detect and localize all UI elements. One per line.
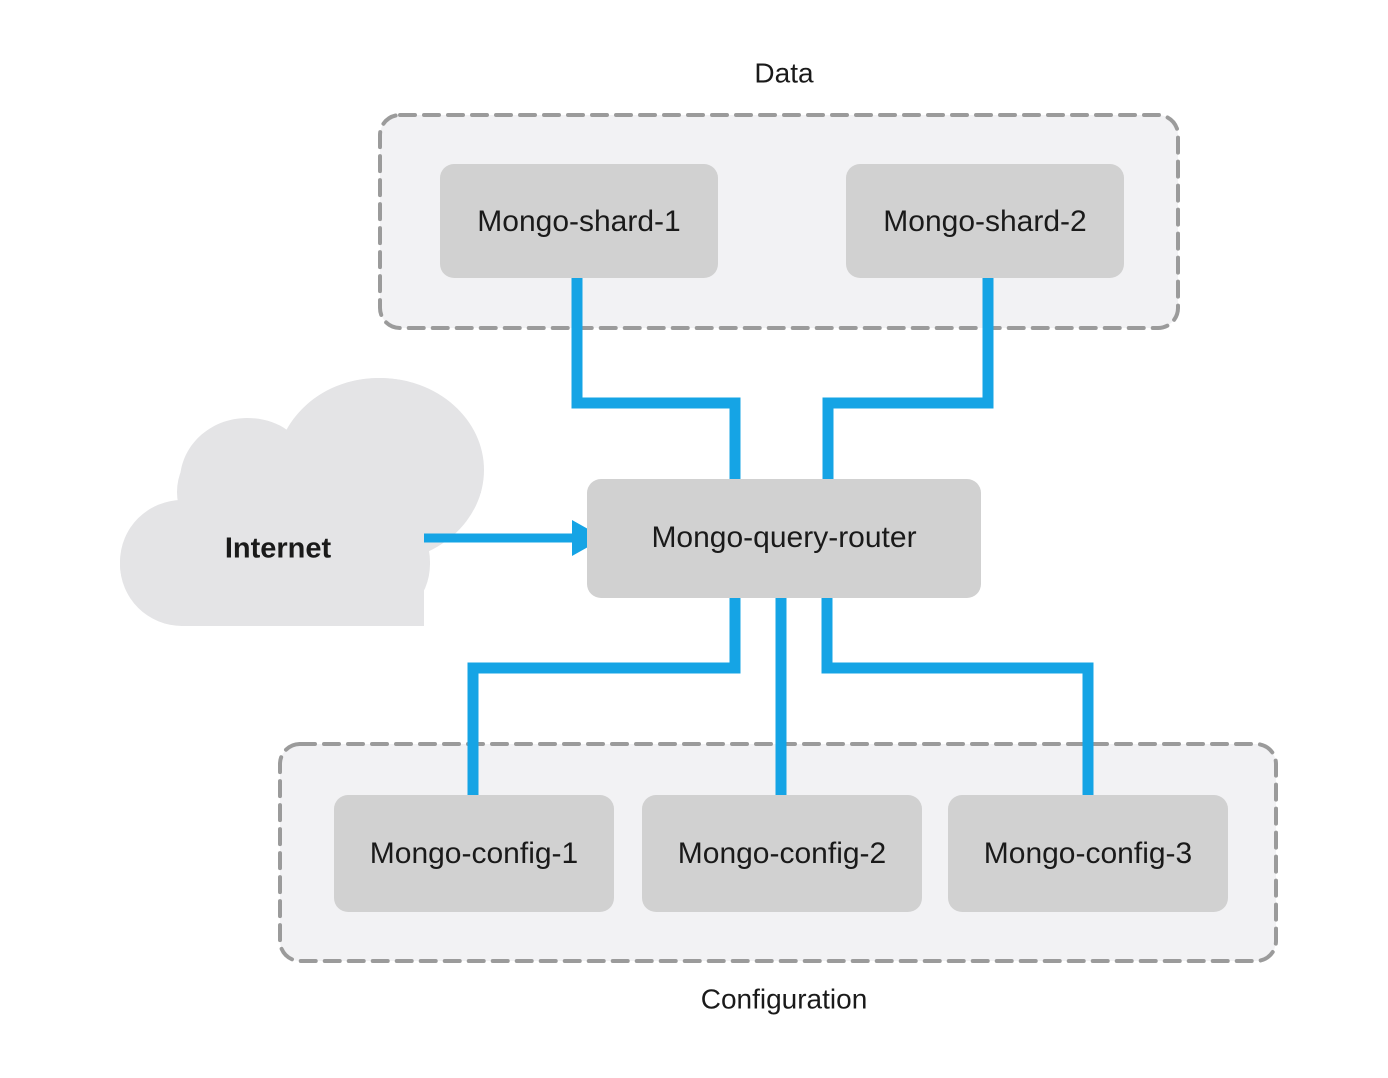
cloud-lobe-main-icon <box>276 378 484 562</box>
node-mongo-config-1[interactable]: Mongo-config-1 <box>334 795 614 912</box>
node-mongo-query-router[interactable]: Mongo-query-router <box>587 479 981 598</box>
node-label-config-3: Mongo-config-3 <box>984 837 1192 870</box>
node-box-query-router[interactable] <box>587 479 981 598</box>
node-mongo-shard-2[interactable]: Mongo-shard-2 <box>846 164 1124 278</box>
node-mongo-config-3[interactable]: Mongo-config-3 <box>948 795 1228 912</box>
connector-shard2-to-router <box>822 262 994 490</box>
node-label-config-2: Mongo-config-2 <box>678 837 886 870</box>
cloud-label-internet: Internet <box>225 533 332 565</box>
connector-router-to-config3 <box>821 590 1094 806</box>
node-box-shard-1[interactable] <box>440 164 718 278</box>
node-label-query-router: Mongo-query-router <box>651 521 916 554</box>
group-label-configuration: Configuration <box>701 983 868 1014</box>
connector-router-to-config1 <box>467 590 741 806</box>
connector-shard1-to-router <box>571 262 741 490</box>
node-box-config-2[interactable] <box>642 795 922 912</box>
node-label-shard-1: Mongo-shard-1 <box>477 205 680 238</box>
node-box-shard-2[interactable] <box>846 164 1124 278</box>
node-box-config-3[interactable] <box>948 795 1228 912</box>
node-mongo-shard-1[interactable]: Mongo-shard-1 <box>440 164 718 278</box>
group-label-data: Data <box>754 57 814 88</box>
node-label-config-1: Mongo-config-1 <box>370 837 578 870</box>
cloud-lobe-left-icon <box>177 430 313 554</box>
node-label-shard-2: Mongo-shard-2 <box>883 205 1086 238</box>
internet-cloud: Internet <box>120 378 484 626</box>
node-mongo-config-2[interactable]: Mongo-config-2 <box>642 795 922 912</box>
node-box-config-1[interactable] <box>334 795 614 912</box>
